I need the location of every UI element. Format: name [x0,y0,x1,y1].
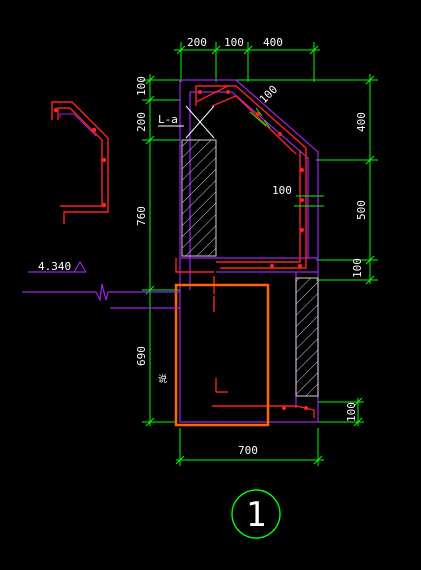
right-dim-400: 400 [355,112,368,132]
elevation-label: 4.340 [38,260,71,273]
right-dim-500: 500 [355,200,368,220]
section-number: 1 [246,495,266,535]
rebar-thumbnail [51,101,109,224]
right-dim-100-lower: 100 [345,402,358,422]
right-dimension-chain [230,74,378,427]
beam-tag: L-a [158,113,178,126]
hatched-wall-lower [295,277,319,397]
left-dim-760: 760 [135,206,148,226]
top-dim-400: 400 [263,36,283,49]
top-dim-200: 200 [187,36,207,49]
top-dimension-chain [174,42,320,82]
left-dimension-chain [142,74,180,427]
inner-dim-100: 100 [272,184,292,197]
small-mark: 说 [158,373,167,385]
rebar-dots [198,90,308,410]
rebar-thumbnail-outline [59,113,97,137]
left-dim-200: 200 [135,112,148,132]
top-dim-100: 100 [224,36,244,49]
bottom-dim-700: 700 [238,444,258,457]
cross-mark [185,105,215,139]
section-number-bubble [231,489,281,539]
slope-dim-100: 100 [257,83,280,106]
bottom-dimension [175,428,324,466]
right-dim-100-upper: 100 [351,258,364,278]
left-dim-690: 690 [135,346,148,366]
left-dim-100: 100 [135,76,148,96]
hatched-wall-upper [181,139,217,257]
elevation-marker [22,260,180,309]
slope-ticks [249,107,324,207]
highlight-box [174,283,270,427]
